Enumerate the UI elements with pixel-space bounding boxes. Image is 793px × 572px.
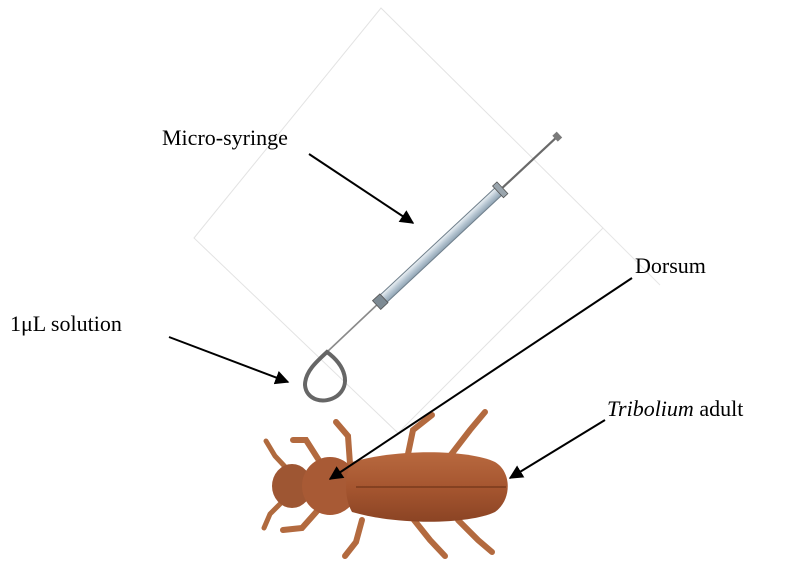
tribolium-genus-label: Tribolium — [607, 396, 694, 421]
beetle-leg — [283, 510, 318, 530]
beetle-arrow — [510, 420, 605, 478]
dorsum-label: Dorsum — [635, 255, 706, 277]
adult-stage-label: adult — [699, 396, 743, 421]
solution-arrow — [169, 337, 288, 382]
syringe-arrow — [309, 154, 413, 223]
beetle-leg — [414, 520, 445, 556]
solution-label: 1μL solution — [10, 313, 122, 335]
beetle-leg — [336, 422, 350, 464]
syringe-needle — [327, 301, 381, 352]
beetle-leg — [450, 412, 485, 456]
beetle-leg — [408, 415, 432, 454]
tribolium-adult-label: Tribolium adult — [607, 398, 743, 420]
syringe-plunger — [502, 137, 556, 187]
tribolium-beetle — [264, 412, 508, 556]
beetle-leg — [293, 440, 320, 462]
micro-syringe — [327, 129, 565, 352]
beetle-leg — [458, 520, 492, 552]
micro-syringe-label: Micro-syringe — [162, 127, 288, 149]
syringe-barrel — [378, 187, 503, 305]
dorsum-arrow — [330, 278, 632, 479]
beetle-leg — [345, 520, 362, 556]
